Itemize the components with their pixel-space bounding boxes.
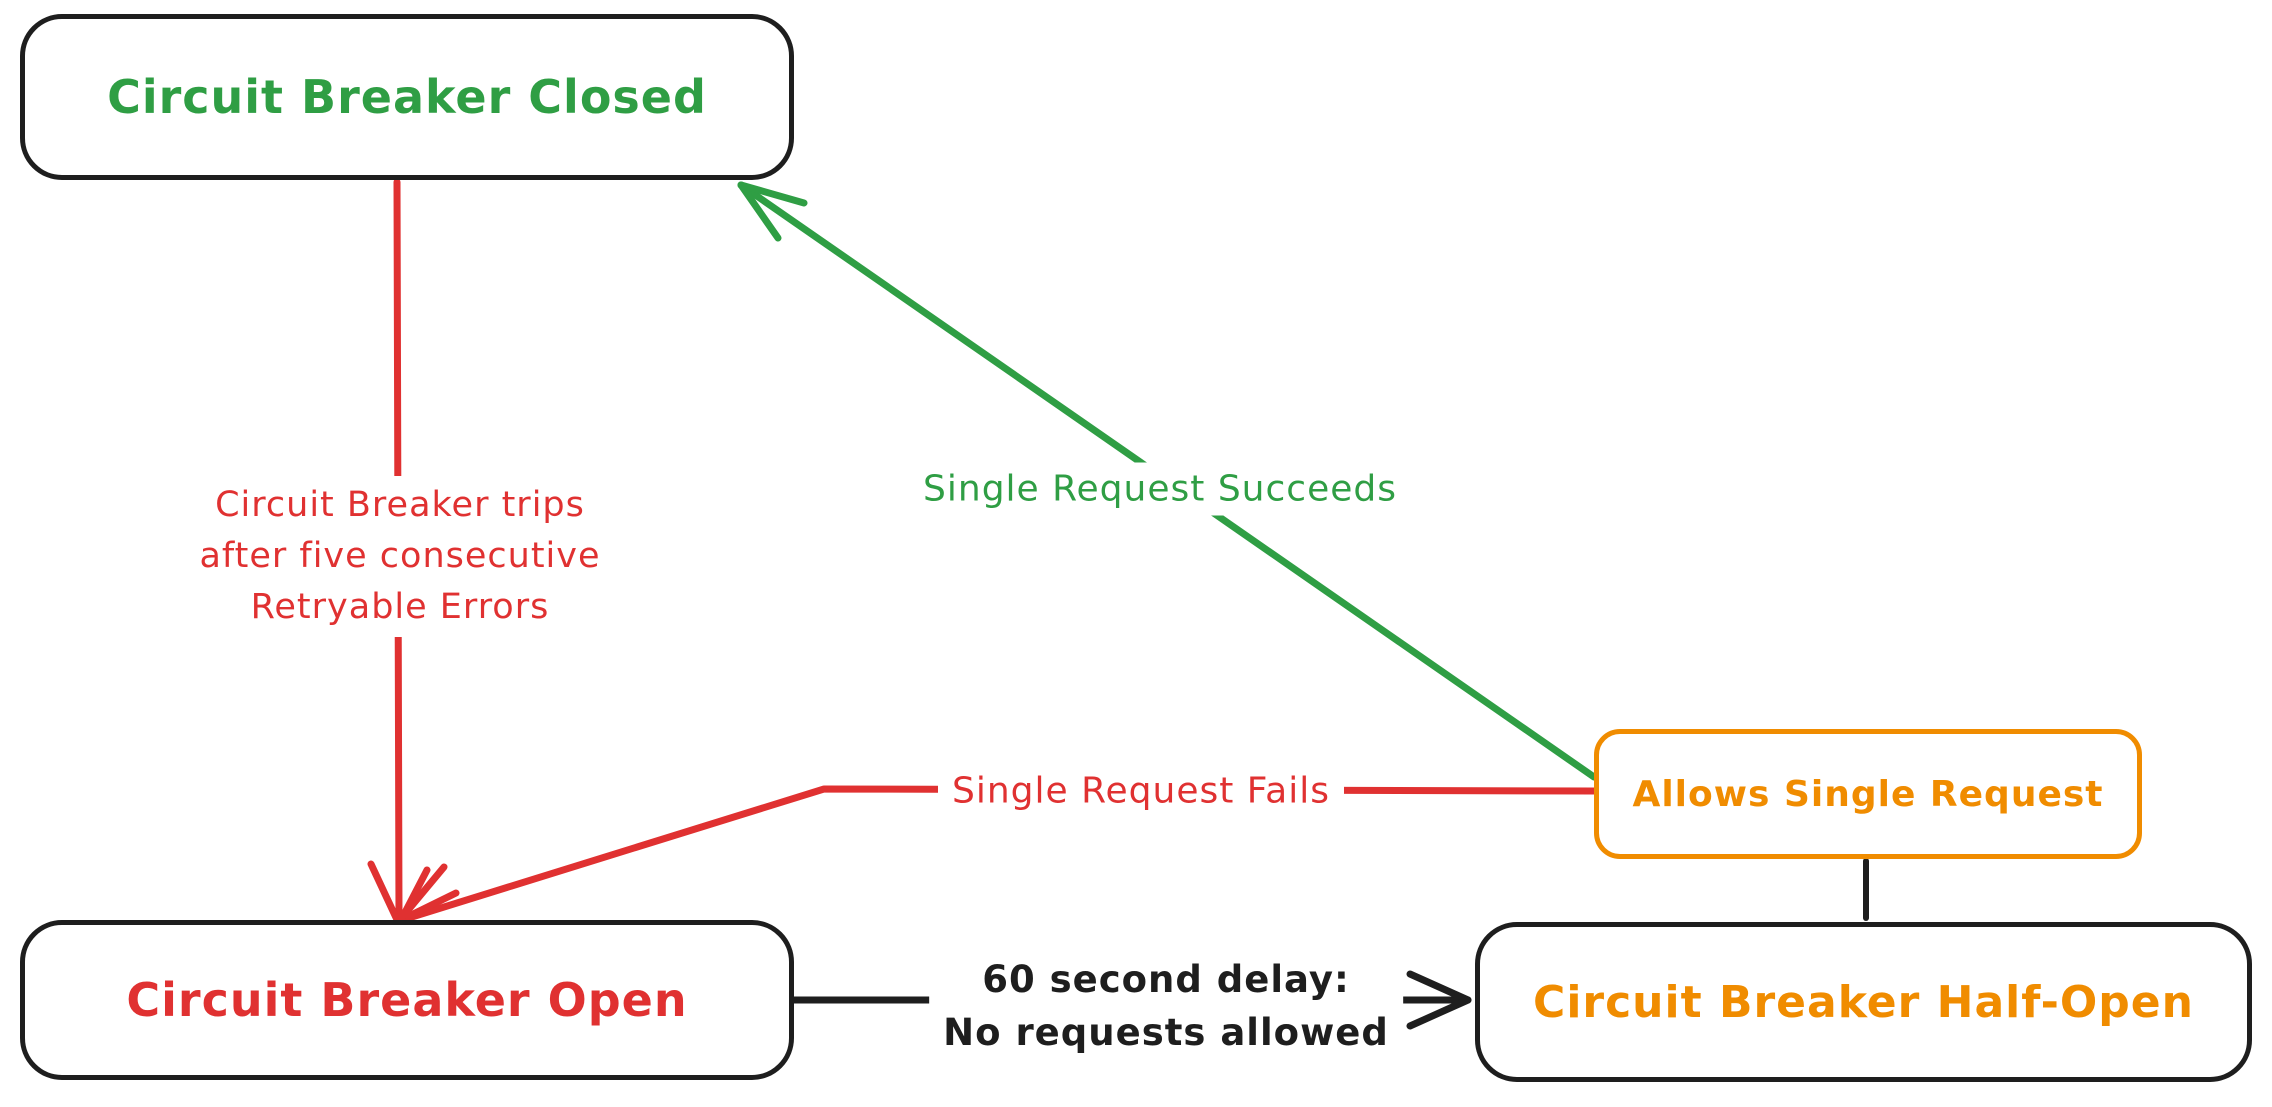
state-node-circuit-breaker-open: Circuit Breaker Open [20, 920, 794, 1080]
edge-label-delay: 60 second delay: No requests allowed [929, 951, 1403, 1061]
edge-label-line: Retryable Errors [250, 587, 550, 627]
state-node-circuit-breaker-half-open: Circuit Breaker Half-Open [1475, 922, 2252, 1082]
edge-label-line: after five consecutive [199, 536, 601, 576]
edge-label-line: Circuit Breaker trips [215, 485, 585, 525]
edge-label-single-request-fails: Single Request Fails [937, 764, 1345, 818]
state-label-open: Circuit Breaker Open [126, 973, 688, 1027]
state-label-closed: Circuit Breaker Closed [107, 70, 707, 124]
state-node-circuit-breaker-closed: Circuit Breaker Closed [20, 14, 794, 180]
node-allows-single-request: Allows Single Request [1594, 729, 2142, 859]
edge-label-line: No requests allowed [943, 1011, 1389, 1054]
edge-label-circuit-breaker-trips: Circuit Breaker trips after five consecu… [187, 476, 613, 637]
edge-label-line: 60 second delay: [982, 958, 1350, 1001]
edge-label-single-request-succeeds: Single Request Succeeds [907, 462, 1413, 516]
state-label-half-open: Circuit Breaker Half-Open [1533, 976, 2194, 1028]
node-label-allows-single-request: Allows Single Request [1632, 773, 2104, 815]
